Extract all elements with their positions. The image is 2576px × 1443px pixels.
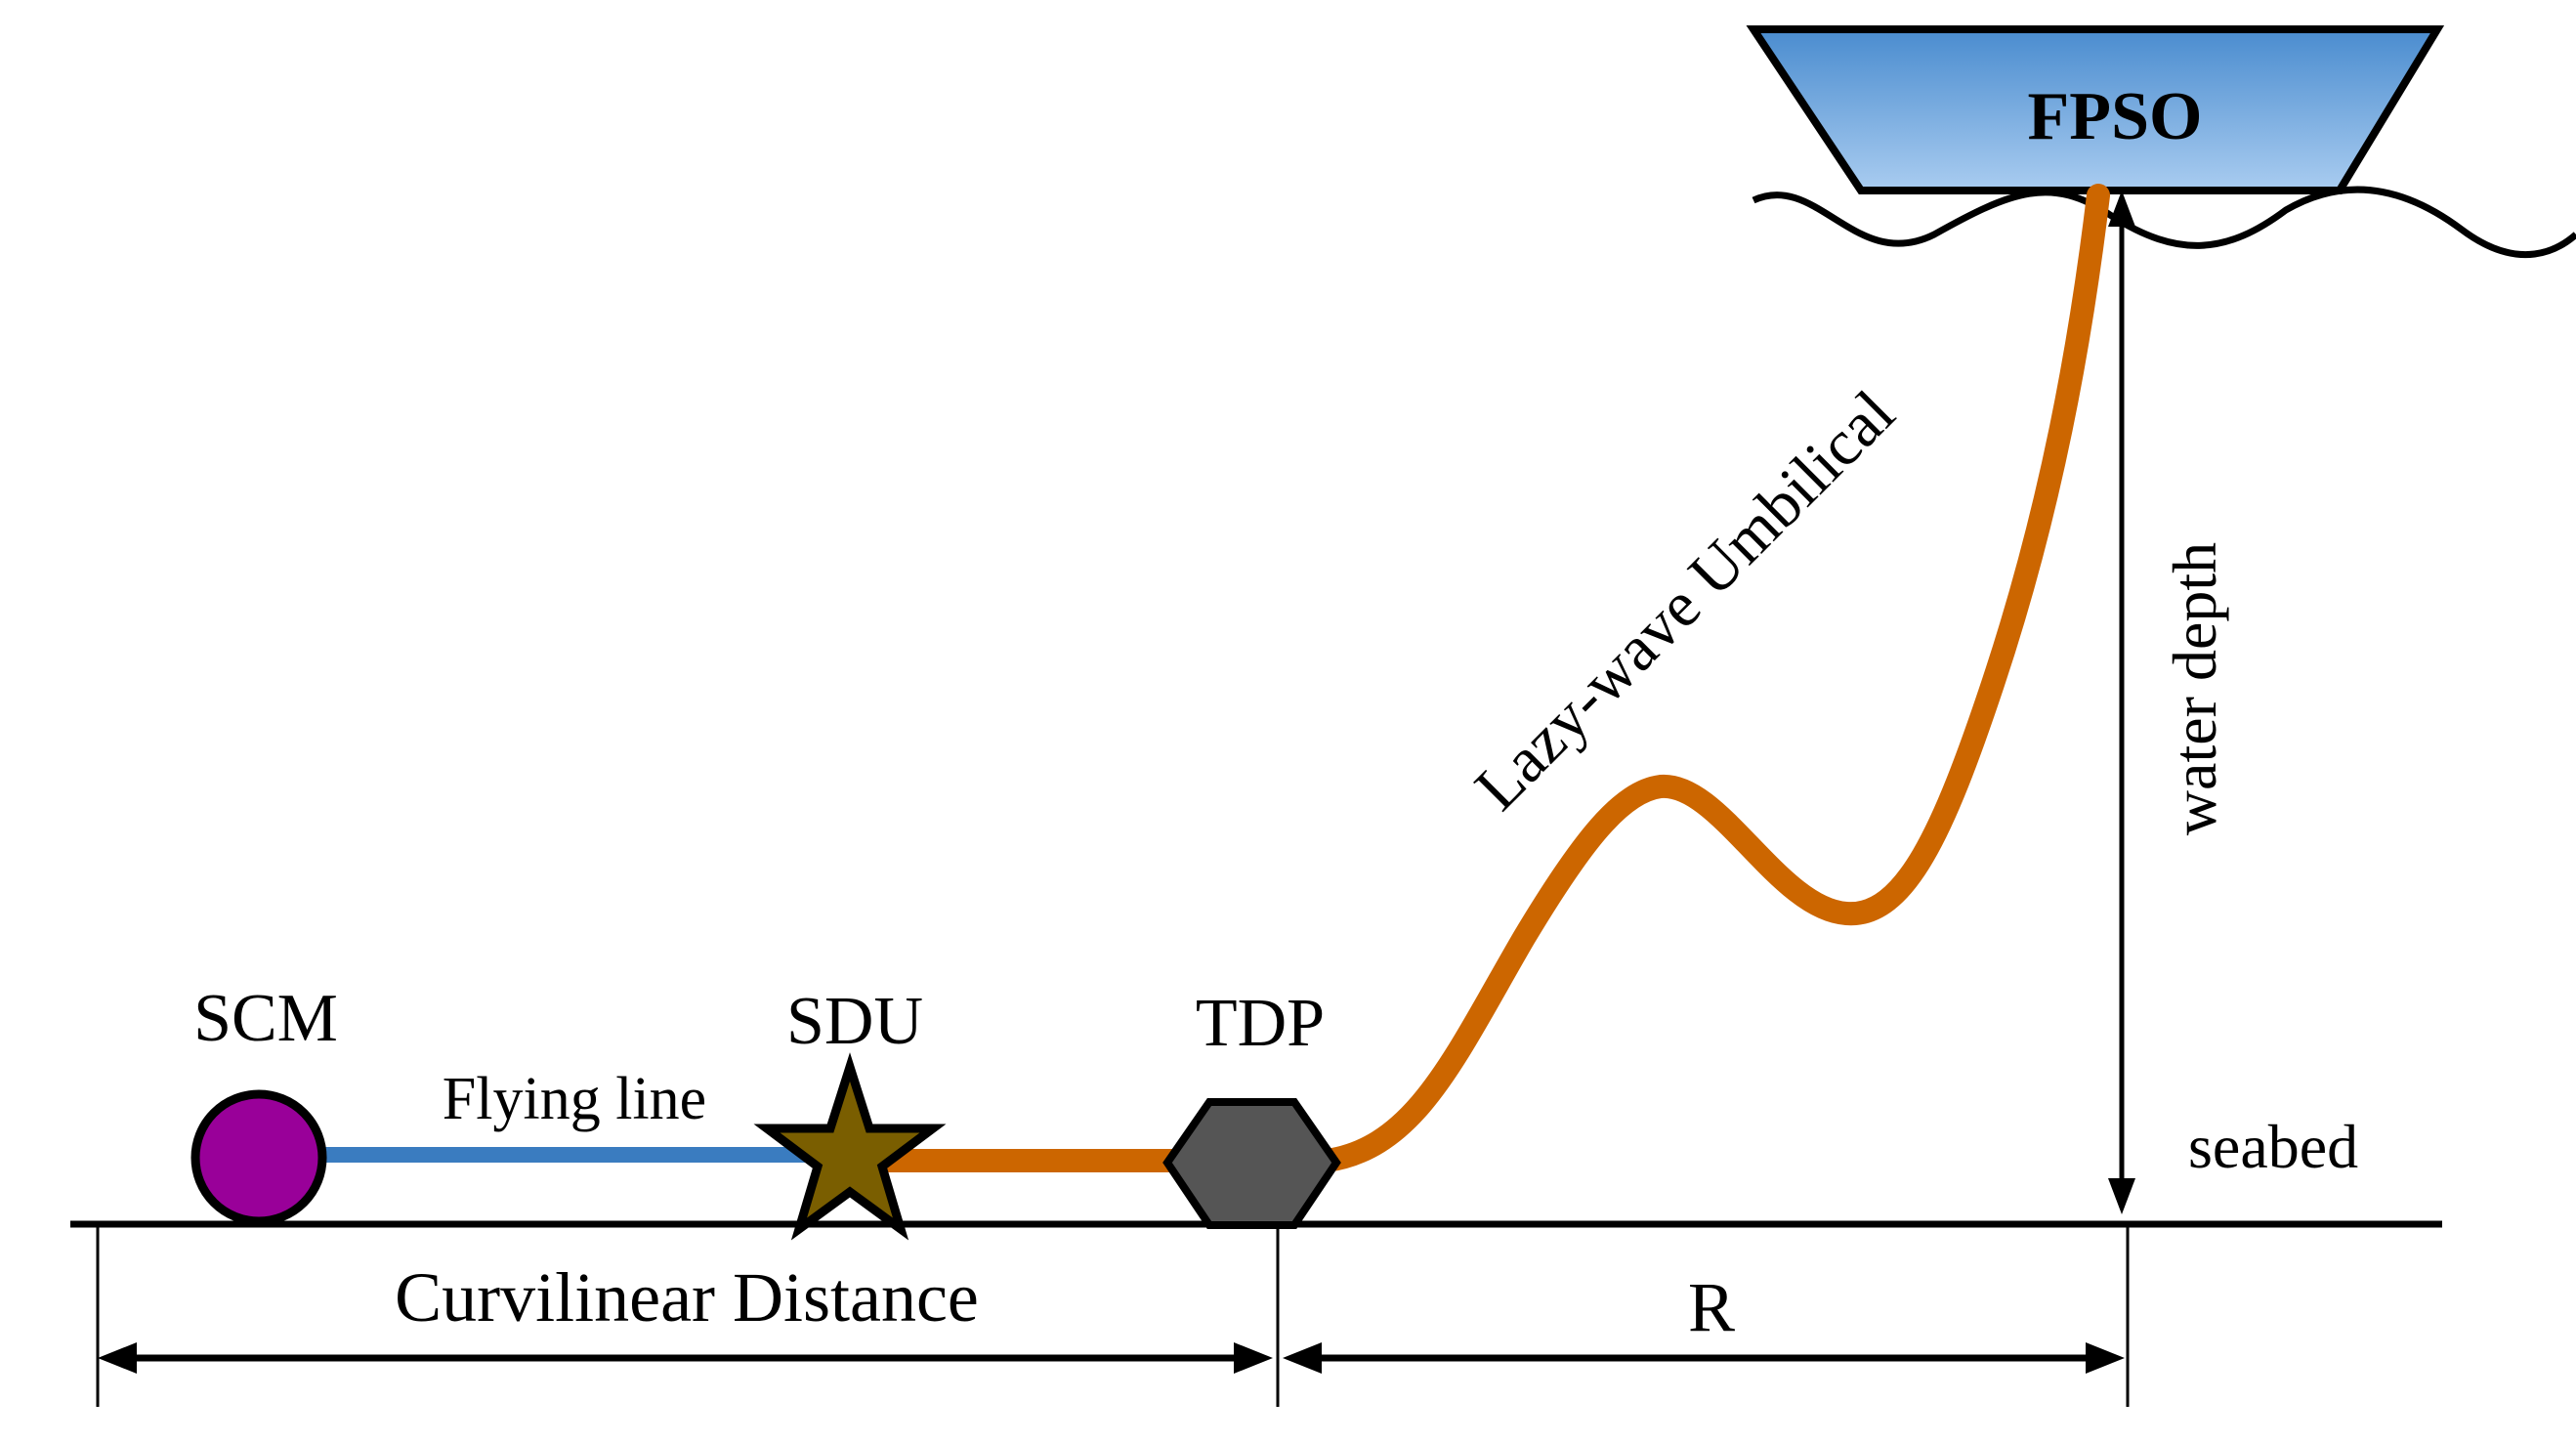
scm-label: SCM [193,981,338,1056]
fpso-label: FPSO [2028,79,2203,154]
fpso-vessel [1746,25,2445,194]
water-depth-arrowhead-top [2108,191,2135,227]
seabed-label: seabed [2188,1112,2358,1181]
sdu-star [753,1052,947,1241]
lazy-wave-umbilical [1315,184,2110,1172]
curvilinear-distance-arrowhead-right [1234,1342,1273,1374]
umbilical-label: Lazy-wave Umbilical [1461,377,1908,824]
sea-surface-wave [1752,186,2576,258]
curvilinear-distance-arrowhead-left [98,1342,137,1374]
water-depth-label: water depth [2160,542,2229,835]
tdp-hexagon [1162,1098,1341,1229]
curvilinear-distance-label: Curvilinear Distance [395,1258,979,1337]
r-label: R [1688,1268,1735,1346]
tdp-label: TDP [1196,986,1325,1061]
r-arrowhead-left [1283,1342,1322,1374]
scm-node [190,1089,327,1226]
flying-line-label: Flying line [443,1066,706,1132]
sdu-label: SDU [786,984,923,1059]
r-arrowhead-right [2086,1342,2125,1374]
water-depth-arrowhead-bottom [2108,1178,2135,1214]
